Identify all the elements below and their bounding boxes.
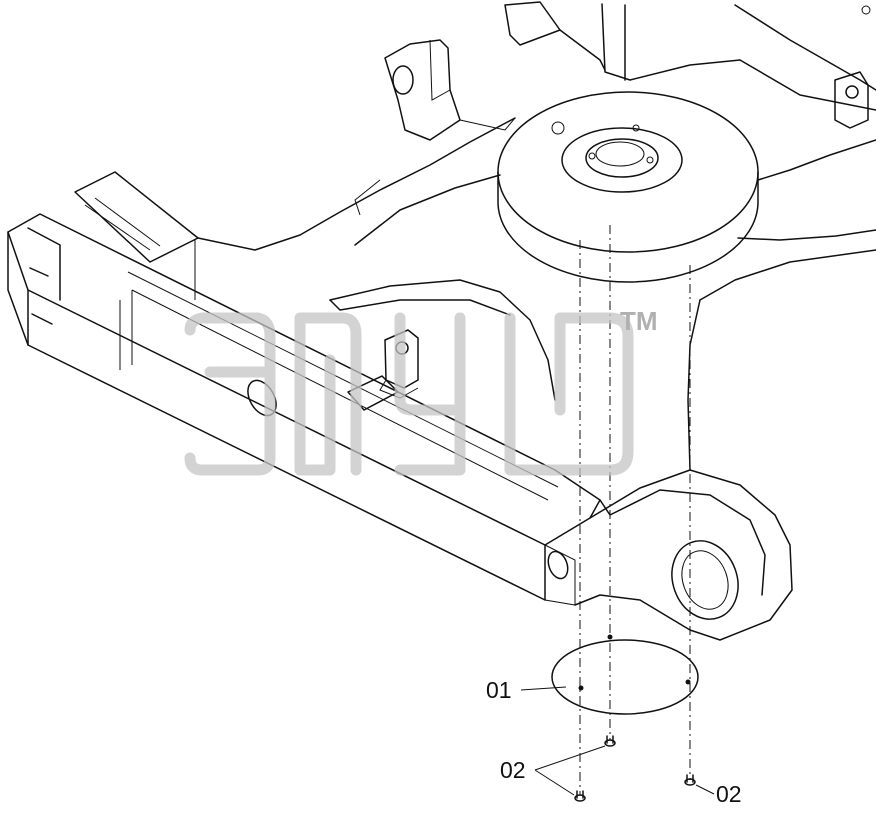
center-frame bbox=[197, 1, 876, 471]
callout-label: 01 bbox=[486, 677, 512, 703]
callout-02-right: 02 bbox=[695, 781, 742, 807]
bolt-icon bbox=[684, 774, 696, 786]
callout-label: 02 bbox=[500, 757, 526, 783]
callout-02-left: 02 bbox=[500, 745, 606, 796]
upper-mount-lug bbox=[384, 39, 516, 141]
plate-hole-icon bbox=[578, 685, 584, 691]
idler-bracket bbox=[547, 469, 793, 641]
cover-plate bbox=[551, 634, 699, 715]
track-side-beam bbox=[7, 171, 601, 606]
bolt-icon bbox=[604, 735, 616, 747]
plate-hole-icon bbox=[685, 679, 691, 685]
watermark-logo bbox=[184, 312, 634, 476]
watermark-trademark: TM bbox=[620, 306, 658, 336]
callout-01: 01 bbox=[486, 677, 567, 703]
bolt-axis-lines bbox=[579, 225, 691, 795]
callout-label: 02 bbox=[716, 781, 742, 807]
bolt-icon bbox=[574, 790, 586, 802]
